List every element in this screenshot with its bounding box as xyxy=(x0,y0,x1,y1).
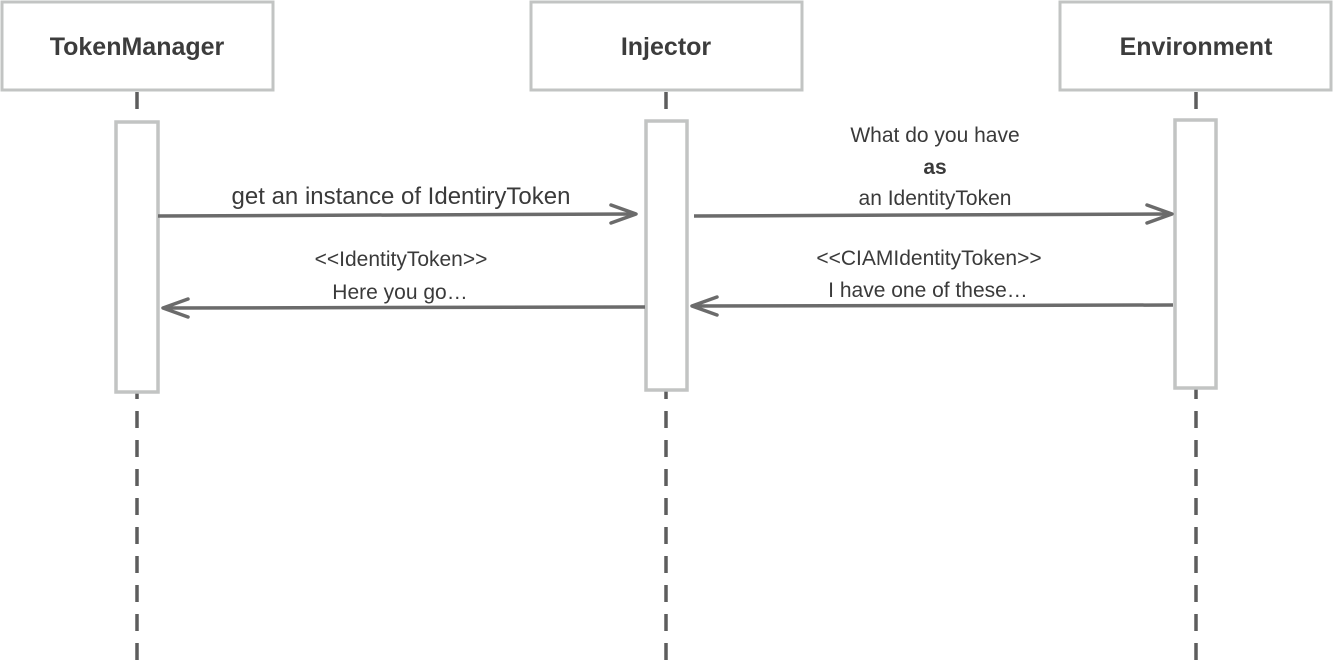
actor-tokenmanager: TokenManager xyxy=(0,0,275,92)
arrow-head-right xyxy=(609,203,638,225)
actor-label-environment: Environment xyxy=(1120,33,1273,61)
message-arrow-line xyxy=(693,212,1171,218)
activation-bar-tokenmanager xyxy=(114,120,160,394)
activation-bar-injector xyxy=(644,119,689,392)
actor-label-tokenmanager: TokenManager xyxy=(50,33,225,61)
message-arrow-line xyxy=(694,303,1174,308)
message-label-line-2: I have one of these… xyxy=(828,279,1028,302)
message-what-do-you-have: What do you have as an IdentityToken xyxy=(693,124,1174,225)
message-label-line-2: Here you go… xyxy=(332,281,467,304)
actor-box-injector xyxy=(529,0,804,92)
actor-environment: Environment xyxy=(1058,0,1333,92)
message-label-line-1: <<CIAMIdentityToken>> xyxy=(816,247,1041,270)
arrow-head-left xyxy=(161,297,190,319)
message-arrow-line xyxy=(165,305,646,310)
arrow-head-left xyxy=(690,295,719,317)
arrow-head-right xyxy=(1145,203,1174,225)
message-ciam-identity-token: <<CIAMIdentityToken>> I have one of thes… xyxy=(690,247,1174,317)
activation-bar-environment xyxy=(1173,118,1218,390)
message-arrow-line xyxy=(157,212,635,218)
actor-box-tokenmanager xyxy=(0,0,275,92)
message-get-instance: get an instance of IdentiryToken xyxy=(157,183,638,225)
actor-box-environment xyxy=(1058,0,1333,92)
message-label: get an instance of IdentiryToken xyxy=(232,183,571,210)
message-label-line-3: an IdentityToken xyxy=(859,187,1012,210)
message-label-line-2: as xyxy=(923,156,946,179)
message-here-you-go: <<IdentityToken>> Here you go… xyxy=(161,248,646,319)
actor-label-injector: Injector xyxy=(621,33,712,61)
message-label-line-1: <<IdentityToken>> xyxy=(315,248,488,271)
actor-injector: Injector xyxy=(529,0,804,92)
message-label-line-1: What do you have xyxy=(850,124,1019,147)
